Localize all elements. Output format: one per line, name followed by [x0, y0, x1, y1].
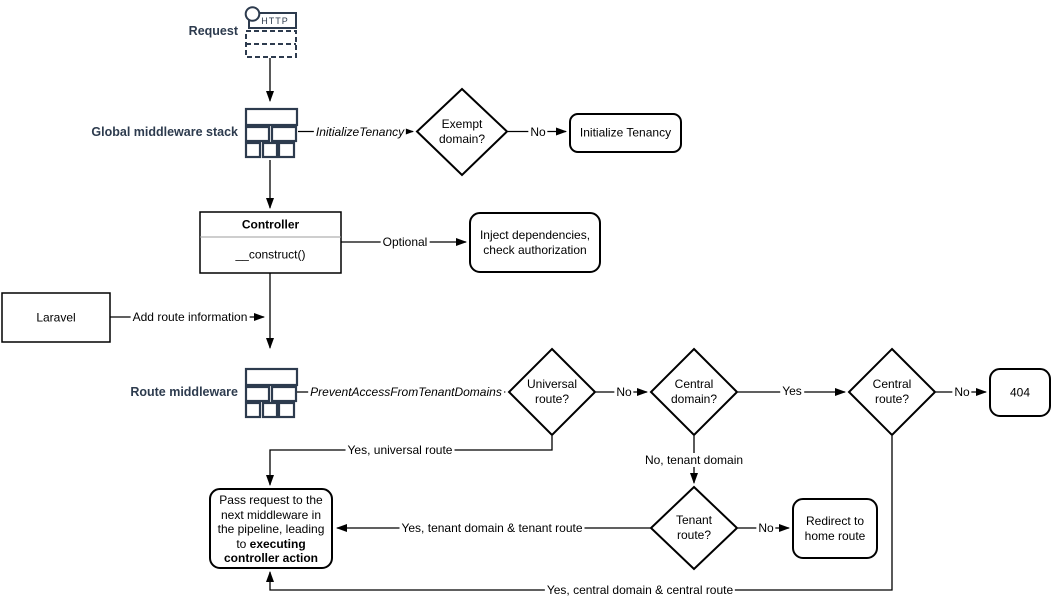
route-middleware-stage-label: Route middleware [130, 385, 238, 399]
exempt-domain-diamond [415, 87, 509, 177]
edge-label-exempt-no: No [528, 124, 548, 139]
laravel-box [1, 292, 111, 343]
central-route-line2: route? [874, 392, 910, 406]
pass-request-box [209, 488, 333, 569]
controller-title: Controller [241, 217, 300, 231]
initialize-tenancy-box [569, 113, 682, 153]
inject-line1: Inject dependencies, [479, 227, 591, 242]
controller-class-box [199, 211, 342, 274]
laravel-text: Laravel [36, 310, 76, 324]
inject-dependencies-box [469, 212, 601, 273]
central-domain-line2: domain? [670, 392, 718, 406]
universal-route-diamond [507, 347, 597, 437]
pass-request-text: Pass request to the next middleware in t… [212, 493, 330, 566]
central-domain-diamond [649, 347, 739, 437]
initialize-tenancy-text: Initialize Tenancy [579, 125, 672, 140]
global-middleware-stage-label: Global middleware stack [91, 125, 238, 139]
redirect-home-text: Redirect to home route [805, 514, 866, 544]
tenant-route-diamond [649, 485, 739, 571]
edge-label-tenant-yes: Yes, tenant domain & tenant route [399, 521, 585, 535]
edge-label-central-domain-yes: Yes [780, 384, 804, 398]
central-route-text: Central route? [873, 377, 912, 407]
middleware-stack-icon [244, 107, 299, 159]
inject-line2: check authorization [483, 242, 587, 257]
central-route-diamond [847, 347, 937, 437]
edge-label-add-route-information: Add route information [130, 310, 250, 324]
edge-label-optional: Optional [380, 235, 430, 249]
central-route-line1: Central [872, 377, 912, 391]
edge-label-central-route-no: No [952, 385, 972, 399]
tenant-route-line2: route? [676, 528, 712, 542]
404-box [989, 368, 1051, 417]
404-text: 404 [1009, 385, 1031, 399]
pass-request-normal: Pass request to the next middleware in t… [217, 492, 325, 551]
redirect-line1: Redirect to [805, 513, 865, 528]
http-icon-label: HTTP [261, 16, 289, 26]
inject-dependencies-text: Inject dependencies, check authorization [480, 228, 590, 258]
redirect-home-box [792, 498, 878, 559]
edge-label-tenant-domain-no: No, tenant domain [642, 453, 746, 467]
universal-line2: route? [534, 392, 570, 406]
redirect-line2: home route [804, 528, 866, 543]
pass-request-bold: executing controller action [223, 536, 318, 565]
central-domain-line1: Central [674, 377, 714, 391]
edge-label-central-yes: Yes, central domain & central route [544, 583, 736, 597]
tenant-route-text: Tenant route? [676, 513, 712, 543]
route-middleware-icon [244, 367, 299, 419]
exempt-domain-line2: domain? [438, 131, 486, 146]
http-request-icon [244, 6, 297, 58]
edge-label-universal-yes: Yes, universal route [345, 443, 455, 457]
edge-label-tenant-route-no: No [756, 521, 776, 535]
edge-label-initialize-tenancy: InitializeTenancy [313, 124, 407, 139]
edge-label-prevent-access: PreventAccessFromTenantDomains [308, 385, 504, 399]
exempt-domain-line1: Exempt [441, 116, 483, 131]
edge-label-universal-no: No [614, 385, 634, 399]
exempt-domain-text: Exempt domain? [439, 117, 485, 147]
tenant-route-line1: Tenant [675, 513, 713, 527]
universal-line1: Universal [526, 377, 578, 391]
universal-route-text: Universal route? [527, 377, 577, 407]
central-domain-text: Central domain? [671, 377, 717, 407]
controller-method: __construct() [235, 247, 306, 262]
request-stage-label: Request [188, 24, 238, 38]
